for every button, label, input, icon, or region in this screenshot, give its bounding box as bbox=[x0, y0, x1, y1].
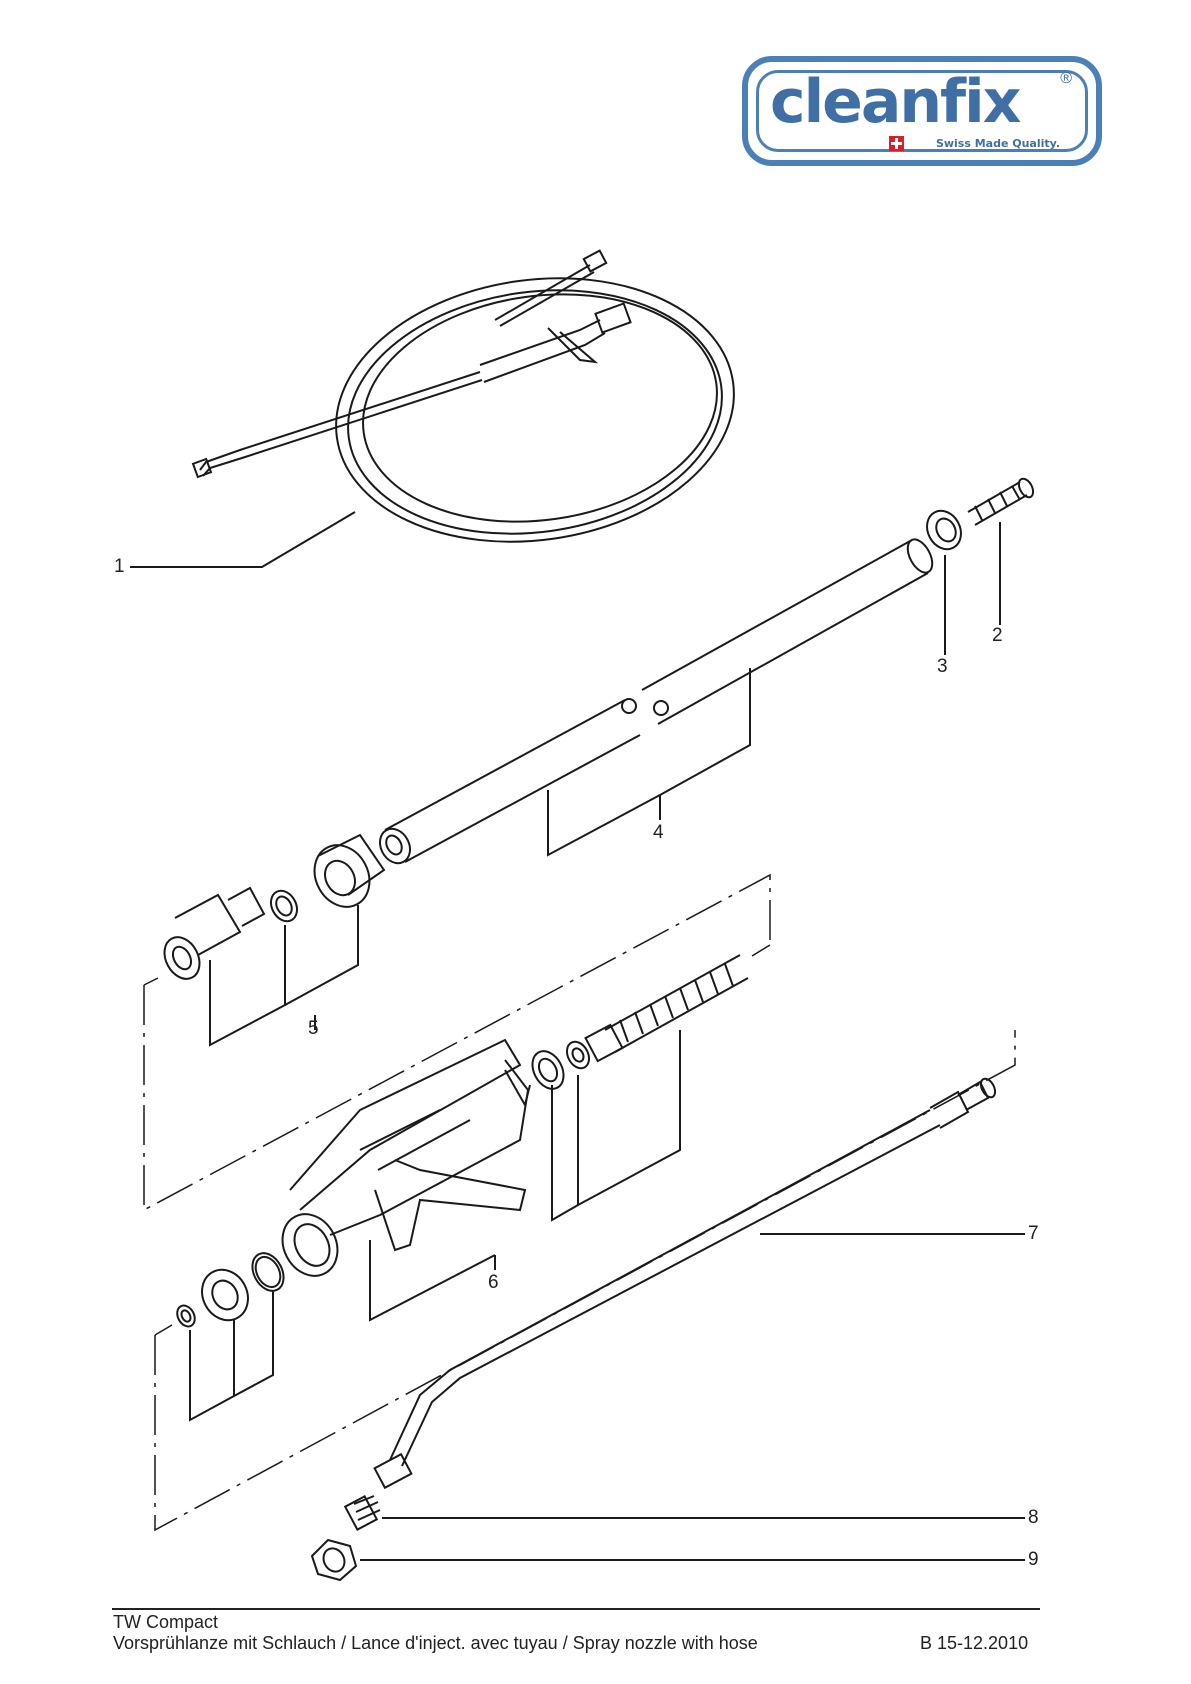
callout-8: 8 bbox=[1028, 1507, 1039, 1529]
footer-product: TW Compact bbox=[113, 1612, 218, 1633]
callout-5: 5 bbox=[308, 1018, 319, 1040]
footer-doc-code: B 15-12.2010 bbox=[920, 1633, 1028, 1654]
logo-wordmark: cleanfix bbox=[770, 70, 1019, 134]
footer-rule bbox=[112, 1608, 1040, 1610]
part-9-nut bbox=[312, 1540, 356, 1580]
logo-registered-mark: ® bbox=[1060, 70, 1072, 88]
part-8-nozzle-insert bbox=[345, 1496, 380, 1530]
cleanfix-logo: cleanfix ® Swiss Made Quality. bbox=[742, 56, 1102, 166]
swiss-cross-icon bbox=[889, 136, 904, 151]
callout-9: 9 bbox=[1028, 1549, 1039, 1571]
part-5-connector-set bbox=[158, 835, 384, 985]
part-6-handle-valve bbox=[272, 955, 748, 1285]
part-4-tube bbox=[374, 535, 937, 868]
callout-2: 2 bbox=[992, 625, 1003, 647]
callout-1: 1 bbox=[114, 556, 125, 578]
callout-3: 3 bbox=[937, 656, 948, 678]
part-2-nipple bbox=[968, 476, 1036, 525]
part-1-hose-assembly bbox=[193, 251, 751, 567]
callout-6: 6 bbox=[488, 1272, 499, 1294]
part-7-lance bbox=[375, 1076, 998, 1487]
callout-7: 7 bbox=[1028, 1223, 1039, 1245]
footer-description: Vorsprühlanze mit Schlauch / Lance d'inj… bbox=[113, 1633, 758, 1654]
logo-tagline: Swiss Made Quality. bbox=[936, 137, 1060, 150]
callout-4: 4 bbox=[653, 822, 664, 844]
